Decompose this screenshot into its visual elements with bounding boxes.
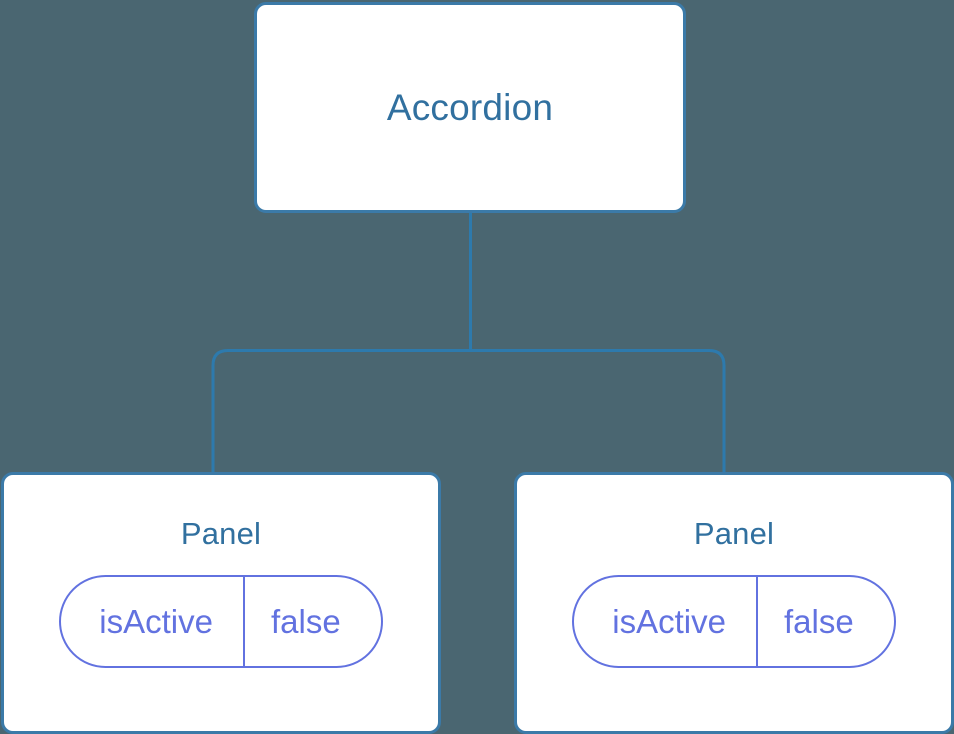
prop-key: isActive — [61, 577, 245, 666]
node-title: Panel — [693, 516, 775, 551]
node-title: Accordion — [386, 87, 554, 128]
prop-value: false — [270, 603, 341, 640]
node-title: Panel — [180, 516, 262, 551]
connector-branch-right — [470, 349, 726, 474]
prop-pill-isactive[interactable]: isActive false — [572, 575, 896, 668]
node-accordion[interactable]: Accordion — [254, 2, 686, 213]
node-panel-1[interactable]: Panel isActive false — [514, 472, 954, 734]
prop-key: isActive — [574, 577, 758, 666]
prop-pill-isactive[interactable]: isActive false — [59, 575, 383, 668]
node-panel-0[interactable]: Panel isActive false — [1, 472, 441, 734]
prop-value: false — [783, 603, 854, 640]
connector-branch-left — [211, 349, 471, 474]
